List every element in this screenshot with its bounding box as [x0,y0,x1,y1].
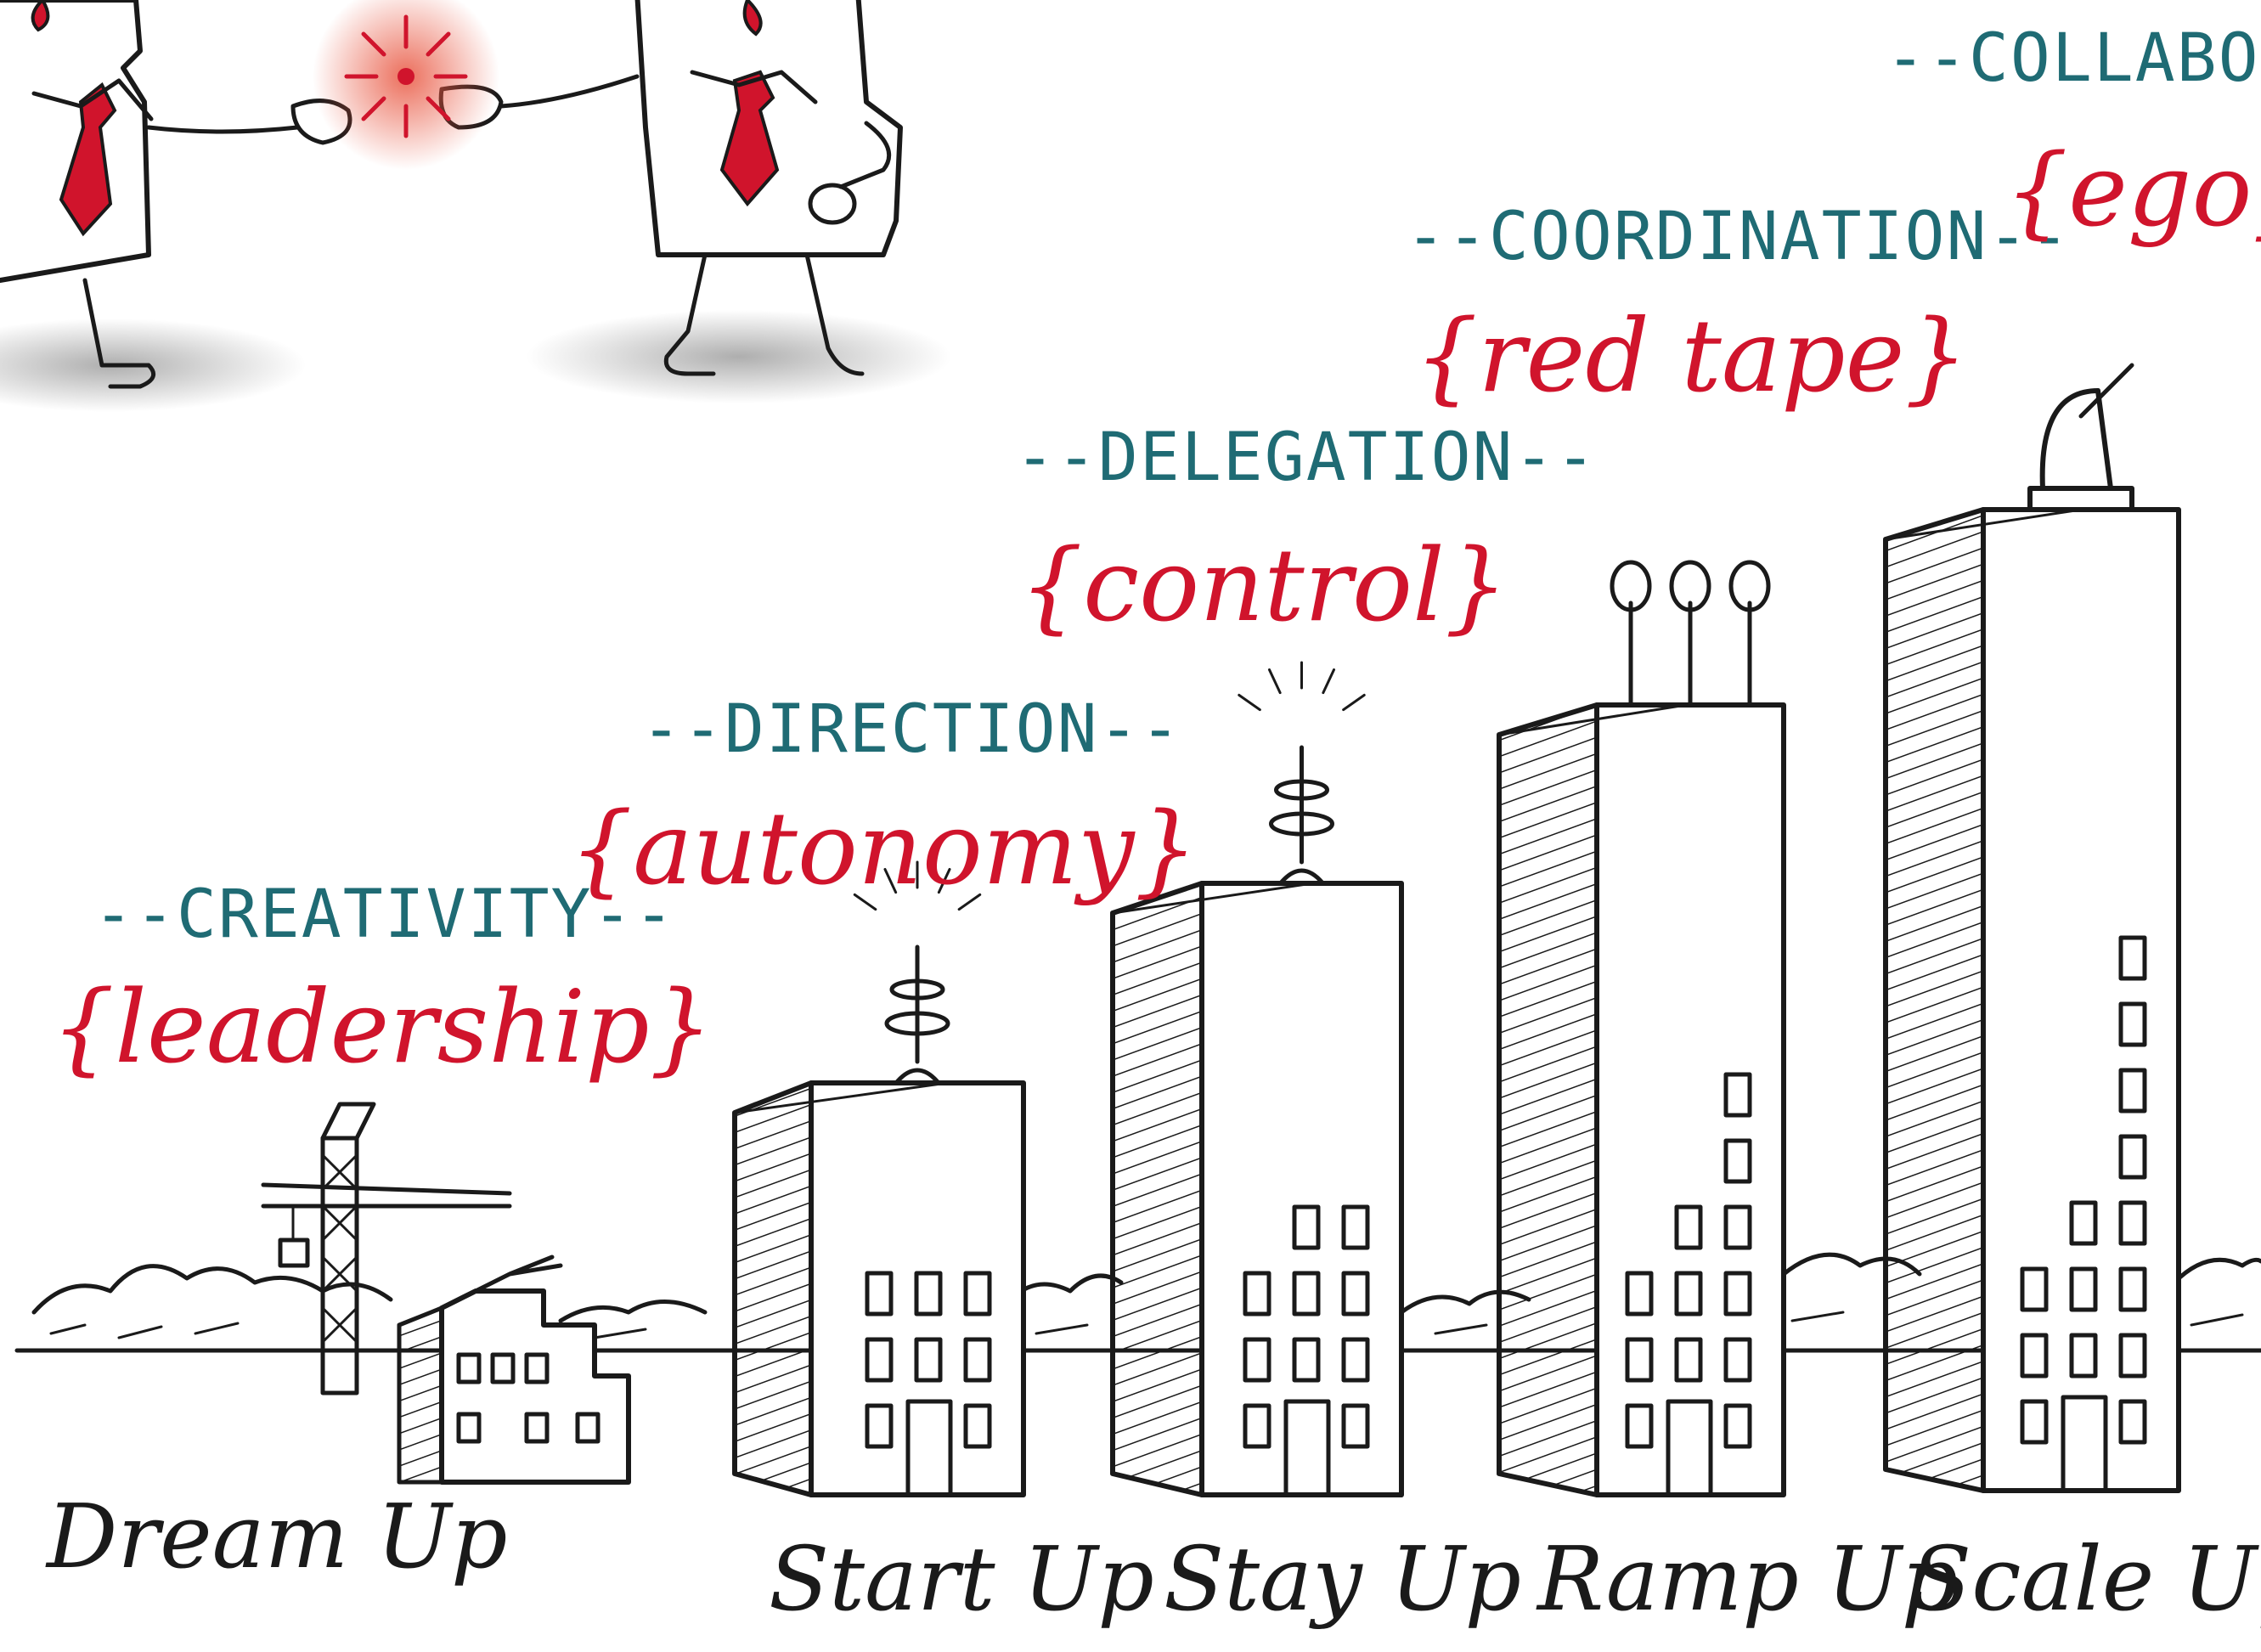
door [1283,1399,1331,1497]
window [2118,1068,2147,1114]
window [2020,1333,2049,1379]
stage-theme-collaboration: --COLLABORATIO [1886,20,2261,97]
window [1625,1337,1654,1383]
stage-scale-up: --COLLABORATIO {ego} Scale Up [1886,20,2261,1631]
window [1674,1204,1703,1250]
window [2118,1001,2147,1047]
window [963,1271,992,1317]
window [1723,1271,1752,1317]
window [2118,935,2147,981]
window [2118,1266,2147,1312]
building-ramp-up-icon [1497,560,1786,1497]
window [1625,1403,1654,1449]
stage-challenge-control: {control} [1019,527,1508,644]
stage-theme-delegation: --DELEGATION-- [1015,420,1597,496]
window [1243,1403,1271,1449]
stage-theme-direction: --DIRECTION-- [641,691,1181,768]
stage-name-stay-up: Stay Up [1164,1527,1521,1631]
window [2020,1399,2049,1445]
window [1674,1271,1703,1317]
stage-name-start-up: Start Up [769,1527,1154,1631]
window [1243,1337,1271,1383]
window [914,1337,943,1383]
stage-challenge-autonomy: {autonomy} [569,790,1198,907]
stage-ramp-up: --COORDINATION-- {red tape} Ramp Up [1406,199,2071,1631]
stage-name-scale-up: Scale Up [1911,1527,2261,1631]
window [1723,1337,1752,1383]
buildings [732,363,2181,1497]
window [2069,1200,2098,1246]
window [963,1337,992,1383]
satellite-dish-icon [1728,560,1771,612]
window [2118,1399,2147,1445]
window [2118,1200,2147,1246]
window [1341,1337,1370,1383]
window [865,1337,894,1383]
window [914,1271,943,1317]
stage-stay-up: --DELEGATION-- {control} Stay Up [1015,420,1597,1631]
window [963,1403,992,1449]
window [865,1403,894,1449]
door [2061,1395,2108,1493]
stage-name-dream-up: Dream Up [45,1485,508,1588]
satellite-dish-icon [1669,560,1711,612]
door [905,1399,953,1497]
window [1723,1138,1752,1184]
window [1723,1204,1752,1250]
window [2118,1134,2147,1180]
small-building [397,1255,631,1485]
window [1723,1072,1752,1118]
window [1243,1271,1271,1317]
door [1666,1399,1713,1497]
construction-crane-icon [261,1102,512,1395]
window [2118,1333,2147,1379]
handshake-characters-icon [0,0,951,412]
building-start-up-icon [732,860,1026,1497]
window [1292,1337,1321,1383]
stage-start-up: --DIRECTION-- {autonomy} Start Up [569,691,1198,1631]
stage-challenge-red-tape: {red tape} [1414,297,1969,414]
satellite-dish-icon [1610,560,1652,612]
stage-theme-creativity: --CREATIVITY-- [93,877,675,953]
stage-theme-coordination: --COORDINATION-- [1406,199,2071,275]
stage-challenge-leadership: {leadership} [51,968,713,1085]
stage-name-ramp-up: Ramp Up [1536,1527,1958,1631]
stage-dream-up: --CREATIVITY-- {leadership} Dream Up [45,877,713,1588]
window [1341,1204,1370,1250]
window [1674,1337,1703,1383]
window [865,1271,894,1317]
window [1292,1271,1321,1317]
window [1341,1271,1370,1317]
building-stay-up-icon [1110,661,1404,1497]
window [1341,1403,1370,1449]
window [1625,1271,1654,1317]
building-scale-up-icon [1883,363,2181,1493]
stage-challenge-ego: {ego} [2004,132,2261,249]
window [2069,1266,2098,1312]
window [1723,1403,1752,1449]
window [2020,1266,2049,1312]
window [2069,1333,2098,1379]
satellite-dish-icon [2039,388,2113,491]
window [1292,1204,1321,1250]
